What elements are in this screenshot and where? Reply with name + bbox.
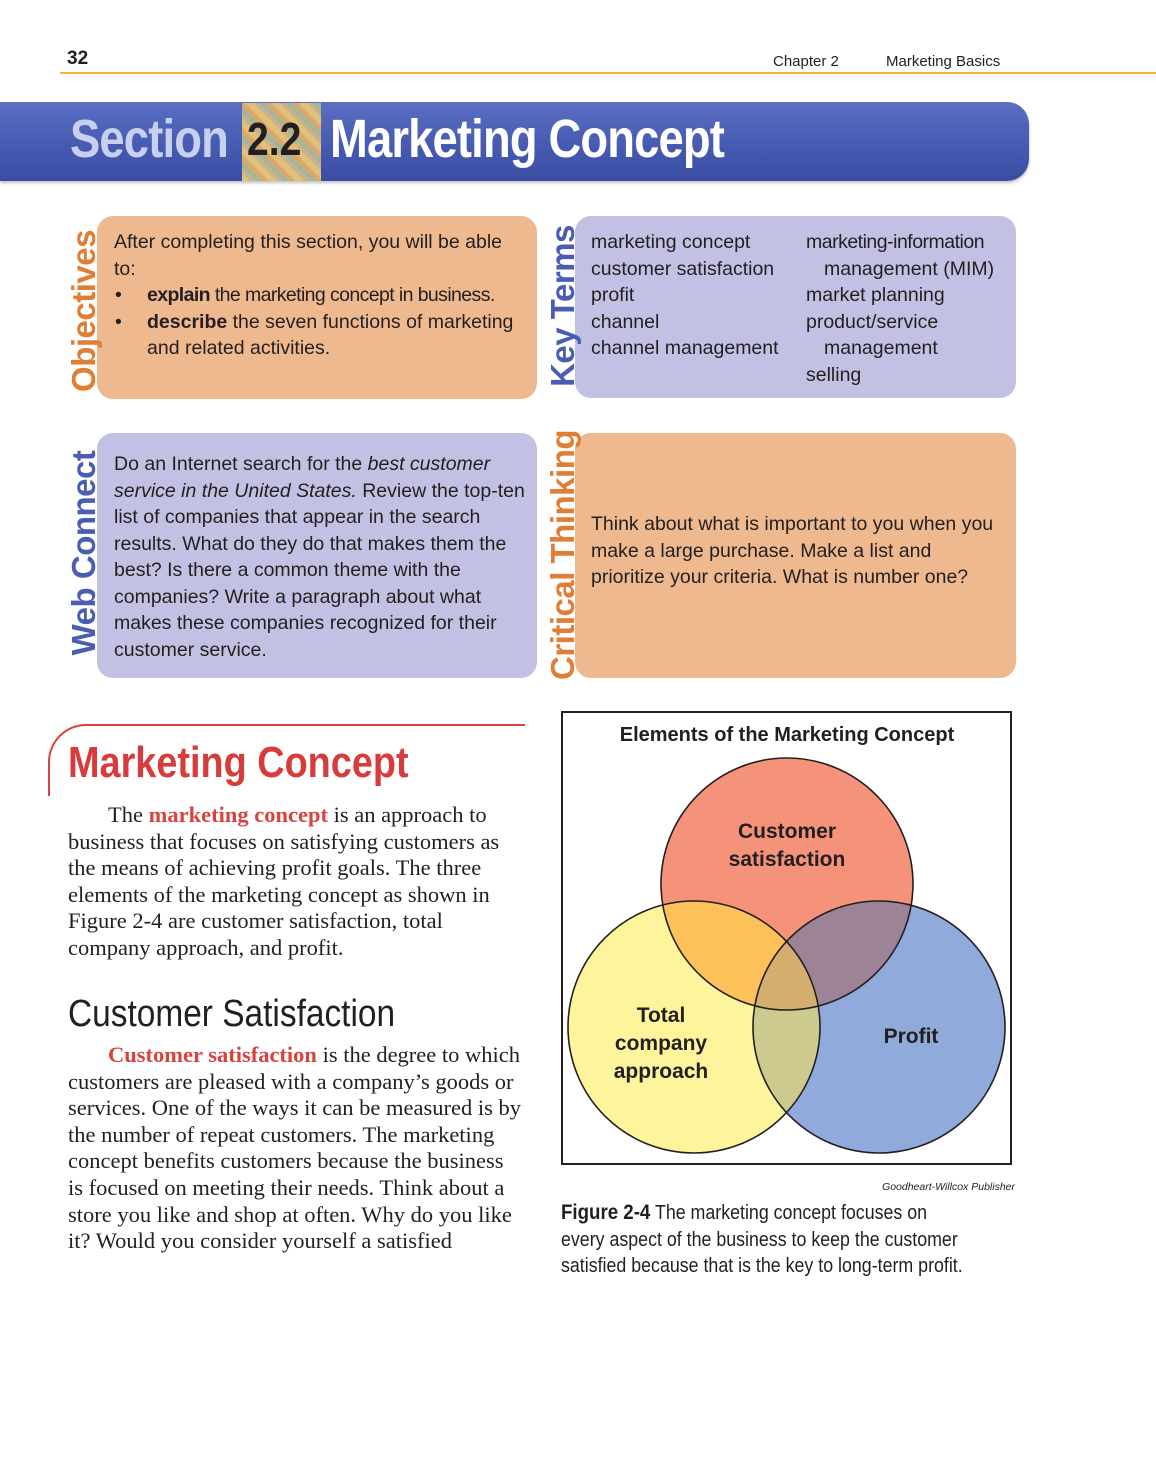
figure-credit: Goodheart-Willcox Publisher: [882, 1181, 1015, 1193]
objective-text: the marketing concept in business.: [210, 284, 495, 306]
chapter-label: Chapter 2: [773, 53, 839, 70]
objective-text: the seven functions of marketing and rel…: [147, 310, 514, 360]
p1-pre: The: [108, 802, 149, 827]
key-term: selling: [806, 363, 862, 386]
key-terms-col1: marketing concept customer satisfaction …: [591, 229, 803, 362]
objective-verb: explain: [147, 284, 211, 306]
label-customer-2: satisfaction: [729, 848, 846, 871]
key-term: market planning: [806, 284, 945, 306]
web-connect-post: Review the top-ten list of companies tha…: [114, 479, 525, 661]
figure-frame: [561, 711, 1012, 1165]
key-term: product/service: [806, 310, 939, 333]
critical-thinking-text: Think about what is important to you whe…: [591, 513, 994, 588]
key-term: management: [824, 337, 938, 359]
critical-thinking-label: Critical Thinking: [544, 429, 581, 681]
objective-item: describe the seven functions of marketin…: [114, 309, 524, 362]
label-total-1: Total: [637, 1004, 686, 1027]
objective-item: explain the marketing concept in busines…: [114, 282, 524, 309]
key-term: channel: [591, 310, 660, 333]
page-number: 32: [67, 48, 89, 69]
term-marketing-concept: marketing concept: [148, 802, 328, 827]
web-connect-box: [97, 433, 537, 678]
term-customer-satisfaction: Customer satisfaction: [108, 1042, 317, 1067]
figure-title: Elements of the Marketing Concept: [620, 724, 955, 746]
key-term: profit: [591, 284, 635, 306]
key-term: customer satisfaction: [591, 257, 775, 280]
web-connect-italic: best customer service in the United Stat…: [114, 453, 491, 502]
label-profit: Profit: [884, 1025, 939, 1048]
p2-post: is the degree to which customers are ple…: [68, 1042, 521, 1254]
key-term: management (MIM): [824, 257, 995, 280]
section-number: 2.2: [247, 113, 302, 165]
overlap-customer-total: [661, 901, 820, 1010]
key-terms-box: [575, 216, 1016, 398]
web-connect-pre: Do an Internet search for the: [114, 453, 368, 475]
objectives-intro: After completing this section, you will …: [114, 231, 503, 280]
figure-caption: Figure 2-4 The marketing concept focuses…: [561, 1200, 970, 1280]
objectives-list: explain the marketing concept in busines…: [114, 282, 524, 362]
label-total-2: company: [615, 1032, 708, 1055]
section-number-image: [242, 103, 321, 181]
section-title: Marketing Concept: [330, 109, 725, 169]
paragraph-2: Customer satisfaction is the degree to w…: [68, 1042, 523, 1255]
key-terms-col2: marketing-information management (MIM) m…: [806, 229, 1011, 388]
venn-diagram: Elements of the Marketing Concept Custom…: [567, 724, 1006, 1154]
header-rule: [60, 72, 1156, 74]
overlap-customer-profit: [753, 901, 913, 1010]
section-word: Section: [70, 109, 229, 169]
objectives-content: After completing this section, you will …: [114, 229, 524, 362]
key-terms-label: Key Terms: [544, 225, 581, 387]
subheading-customer-satisfaction: Customer Satisfaction: [68, 993, 396, 1035]
critical-thinking-box: [575, 433, 1016, 678]
web-connect-text: Do an Internet search for the best custo…: [114, 451, 526, 663]
figure-caption-label: Figure 2-4: [561, 1201, 651, 1224]
section-banner: [0, 102, 1029, 181]
label-customer-1: Customer: [738, 820, 836, 843]
figure-caption-text: The marketing concept focuses on every a…: [561, 1202, 963, 1277]
web-connect-label: Web Connect: [65, 450, 102, 656]
paragraph-1: The marketing concept is an approach to …: [68, 802, 523, 962]
objective-verb: describe: [147, 310, 228, 333]
article-heading: Marketing Concept: [68, 738, 409, 787]
heading-rule: [48, 724, 525, 796]
objectives-label: Objectives: [65, 230, 102, 392]
key-term: marketing-information: [806, 231, 985, 253]
key-term: marketing concept: [591, 231, 751, 253]
label-total-3: approach: [614, 1060, 709, 1083]
p1-post: is an approach to business that focuses …: [68, 802, 500, 960]
chapter-title: Marketing Basics: [886, 53, 1001, 70]
key-term: channel management: [591, 337, 779, 359]
